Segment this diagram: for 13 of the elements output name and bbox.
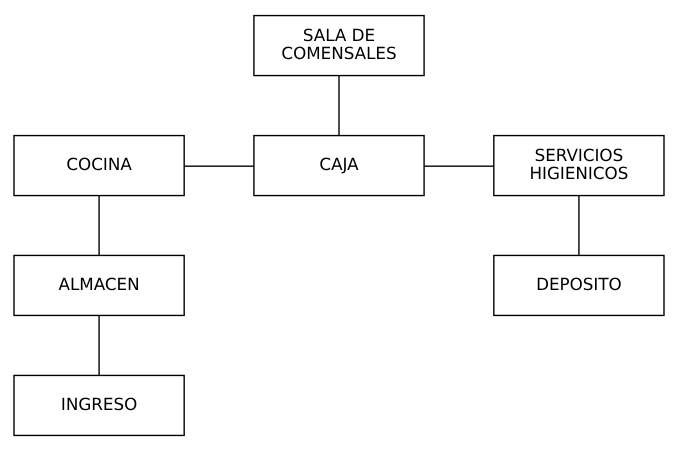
connector xyxy=(424,166,494,167)
node-box: DEPOSITO xyxy=(493,254,665,316)
connector xyxy=(578,196,580,256)
node-box: SALA DE COMENSALES xyxy=(253,14,425,76)
connector xyxy=(338,76,340,136)
connector xyxy=(98,196,100,256)
node-box: SERVICIOS HIGIENICOS xyxy=(493,134,665,196)
connector xyxy=(184,166,254,167)
node-box: ALMACEN xyxy=(13,254,185,316)
connector xyxy=(98,316,100,376)
node-box: CAJA xyxy=(253,134,425,196)
node-box: COCINA xyxy=(13,134,185,196)
node-box: INGRESO xyxy=(13,374,185,436)
